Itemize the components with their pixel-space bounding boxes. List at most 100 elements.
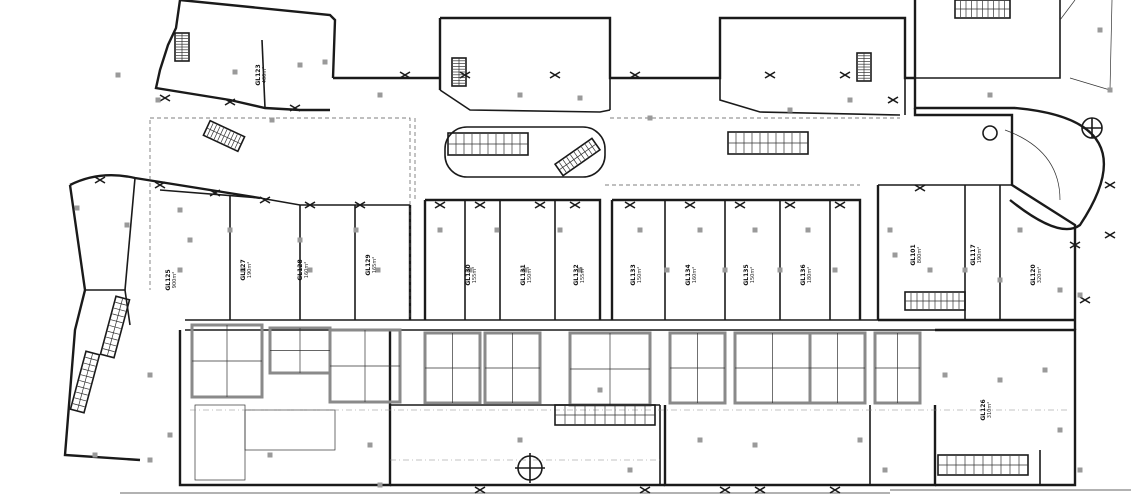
escalator-icon	[447, 132, 529, 156]
wall-segment	[913, 108, 1077, 330]
door-icon	[354, 201, 366, 209]
door-icon	[474, 201, 486, 209]
room-area: 320m²	[1037, 267, 1043, 283]
column	[1057, 287, 1063, 293]
column	[577, 95, 583, 101]
wall-segment	[719, 78, 901, 116]
room-id: GL126	[980, 399, 987, 420]
grid-line	[150, 117, 411, 320]
column	[892, 252, 898, 258]
room-id: GL120	[1030, 264, 1037, 285]
column	[494, 227, 500, 233]
escalator-icon	[553, 137, 602, 177]
column	[627, 467, 633, 473]
room-area: 400m²	[262, 67, 268, 83]
door-icon	[1069, 241, 1081, 249]
column	[942, 372, 948, 378]
door-icon	[399, 71, 411, 79]
stair-icon	[451, 57, 467, 87]
column	[722, 267, 728, 273]
column	[832, 267, 838, 273]
wall-segment	[154, 0, 330, 112]
stairs	[69, 0, 1029, 476]
column	[697, 437, 703, 443]
door-icon	[839, 71, 851, 79]
column	[1042, 367, 1048, 373]
stair-icon	[69, 350, 101, 414]
door-icon	[734, 201, 746, 209]
wall-segment	[935, 328, 1077, 487]
escalator-outline	[69, 350, 101, 414]
column	[232, 69, 238, 75]
wall-segment	[439, 89, 611, 113]
column	[437, 227, 443, 233]
column	[375, 267, 381, 273]
room-outline	[244, 409, 336, 451]
escalator-icon	[727, 131, 809, 155]
door-icon	[549, 71, 561, 79]
door-icon	[784, 201, 796, 209]
wall-segment	[612, 198, 862, 320]
column	[997, 377, 1003, 383]
column	[927, 267, 933, 273]
door-icon	[887, 96, 899, 104]
room-id: GL128	[297, 259, 304, 280]
door-icon	[474, 486, 486, 494]
room-area: 160m²	[692, 267, 698, 283]
column	[124, 222, 130, 228]
wall-segment	[159, 189, 410, 206]
column	[1077, 292, 1083, 298]
left-facade-curve	[69, 174, 261, 200]
door-icon	[684, 201, 696, 209]
column	[777, 267, 783, 273]
column	[1057, 427, 1063, 433]
column	[697, 227, 703, 233]
stair-icon	[856, 52, 872, 82]
door-icon	[719, 486, 731, 494]
column	[377, 92, 383, 98]
column	[597, 387, 603, 393]
door-icon	[259, 196, 271, 204]
column	[647, 115, 653, 121]
column	[987, 92, 993, 98]
column	[147, 457, 153, 463]
room-outline	[194, 404, 246, 481]
room-area: 150m²	[637, 267, 643, 283]
column	[847, 97, 853, 103]
room-area: 155m²	[580, 267, 586, 283]
stair-icon	[904, 291, 966, 311]
room-id: GL135	[743, 264, 750, 285]
room-area: 180m²	[807, 267, 813, 283]
wall-segment	[1059, 0, 1076, 21]
door-icon	[209, 189, 221, 197]
room-area: 190m²	[977, 247, 983, 263]
wall-segment	[425, 198, 602, 320]
room-area: 150m²	[527, 267, 533, 283]
wall-segment	[85, 289, 131, 326]
door-icon	[834, 201, 846, 209]
room-area: 310m²	[987, 402, 993, 418]
column	[227, 227, 233, 233]
column	[887, 227, 893, 233]
column	[115, 72, 121, 78]
wall-segment	[663, 405, 937, 487]
wall-segment	[1069, 0, 1113, 91]
column	[1107, 87, 1113, 93]
wall-segment	[178, 330, 392, 487]
column	[187, 237, 193, 243]
escalator-divider	[76, 352, 94, 412]
column	[297, 237, 303, 243]
wall-segment	[124, 177, 136, 291]
room-id: GL129	[365, 254, 372, 275]
atrium-void	[444, 126, 606, 178]
door-icon	[304, 201, 316, 209]
